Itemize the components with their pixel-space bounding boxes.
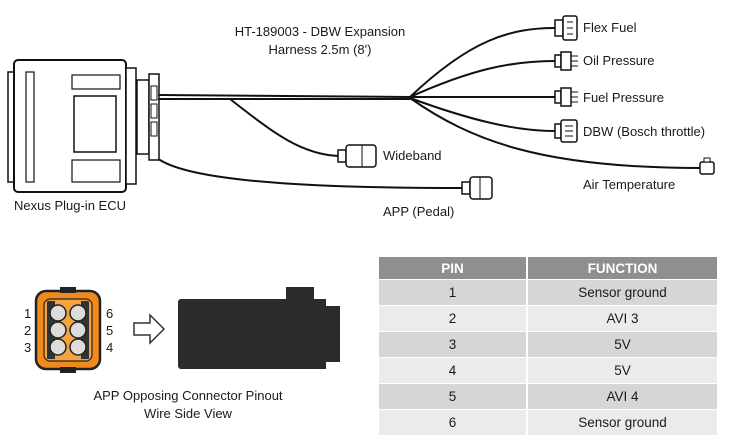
pin-cell: 2 bbox=[379, 305, 528, 332]
air-temp-label: Air Temperature bbox=[583, 177, 675, 192]
pin-cell: 6 bbox=[379, 409, 528, 435]
wideband-label: Wideband bbox=[383, 148, 442, 163]
pin-number-right-4: 4 bbox=[106, 340, 113, 355]
oil-pressure-label: Oil Pressure bbox=[583, 53, 655, 68]
function-cell: 5V bbox=[527, 331, 717, 358]
fuel-pressure-connector bbox=[554, 87, 578, 107]
pin-number-left-1: 1 bbox=[24, 306, 31, 321]
function-cell: AVI 4 bbox=[527, 383, 717, 410]
wideband-wire bbox=[229, 98, 341, 157]
pin-6 bbox=[69, 304, 87, 322]
table-row: 1 Sensor ground bbox=[379, 279, 717, 306]
app-pinout-connector-face bbox=[34, 287, 102, 373]
app-wire bbox=[159, 159, 466, 189]
air-temp-wire bbox=[409, 97, 701, 169]
pin-2 bbox=[49, 321, 67, 339]
table-row: 5 AVI 4 bbox=[379, 383, 717, 410]
dbw-wire bbox=[409, 97, 556, 132]
pin-column-header: PIN bbox=[379, 257, 528, 280]
table-header-row: PIN FUNCTION bbox=[379, 257, 717, 280]
oil-pressure-connector bbox=[554, 51, 578, 71]
wideband-connector bbox=[337, 144, 377, 168]
pin-cell: 3 bbox=[379, 331, 528, 358]
pin-function-table: PIN FUNCTION 1 Sensor ground 2 AVI 3 3 5… bbox=[379, 257, 717, 435]
main-trunk-wire bbox=[158, 94, 411, 98]
flex-fuel-connector bbox=[554, 15, 578, 41]
function-cell: AVI 3 bbox=[527, 305, 717, 332]
dbw-connector bbox=[554, 119, 578, 143]
harness-title-line2: Harness 2.5m (8') bbox=[269, 42, 372, 57]
pin-cell: 1 bbox=[379, 279, 528, 306]
flex-fuel-label: Flex Fuel bbox=[583, 20, 637, 35]
pin-4 bbox=[69, 338, 87, 356]
dbw-label: DBW (Bosch throttle) bbox=[583, 124, 705, 139]
pin-number-left-2: 2 bbox=[24, 323, 31, 338]
app-connector bbox=[461, 176, 493, 200]
fuel-pressure-label: Fuel Pressure bbox=[583, 90, 664, 105]
arrow-right-icon bbox=[133, 313, 166, 345]
pin-5 bbox=[69, 321, 87, 339]
oil-pressure-wire bbox=[409, 60, 556, 98]
pin-number-right-5: 5 bbox=[106, 323, 113, 338]
harness-title-line1: HT-189003 - DBW Expansion bbox=[235, 24, 406, 39]
table-row: 3 5V bbox=[379, 331, 717, 358]
air-temp-connector bbox=[699, 157, 715, 175]
app-label: APP (Pedal) bbox=[383, 204, 454, 219]
pin-3 bbox=[49, 338, 67, 356]
flex-fuel-wire bbox=[409, 27, 556, 98]
ecu-harness-connector bbox=[136, 73, 160, 161]
pinout-caption-line2: Wire Side View bbox=[144, 406, 233, 421]
table-row: 2 AVI 3 bbox=[379, 305, 717, 332]
app-connector-body bbox=[178, 287, 340, 369]
function-cell: Sensor ground bbox=[527, 409, 717, 435]
function-cell: 5V bbox=[527, 357, 717, 384]
pin-1 bbox=[49, 304, 67, 322]
table-row: 4 5V bbox=[379, 357, 717, 384]
function-cell: Sensor ground bbox=[527, 279, 717, 306]
pin-cell: 4 bbox=[379, 357, 528, 384]
table-row: 6 Sensor ground bbox=[379, 409, 717, 435]
pinout-caption-line1: APP Opposing Connector Pinout bbox=[93, 388, 282, 403]
pin-cell: 5 bbox=[379, 383, 528, 410]
pin-number-left-3: 3 bbox=[24, 340, 31, 355]
pin-number-right-6: 6 bbox=[106, 306, 113, 321]
ecu-unit bbox=[7, 59, 137, 193]
ecu-label: Nexus Plug-in ECU bbox=[14, 198, 126, 213]
function-column-header: FUNCTION bbox=[527, 257, 717, 280]
